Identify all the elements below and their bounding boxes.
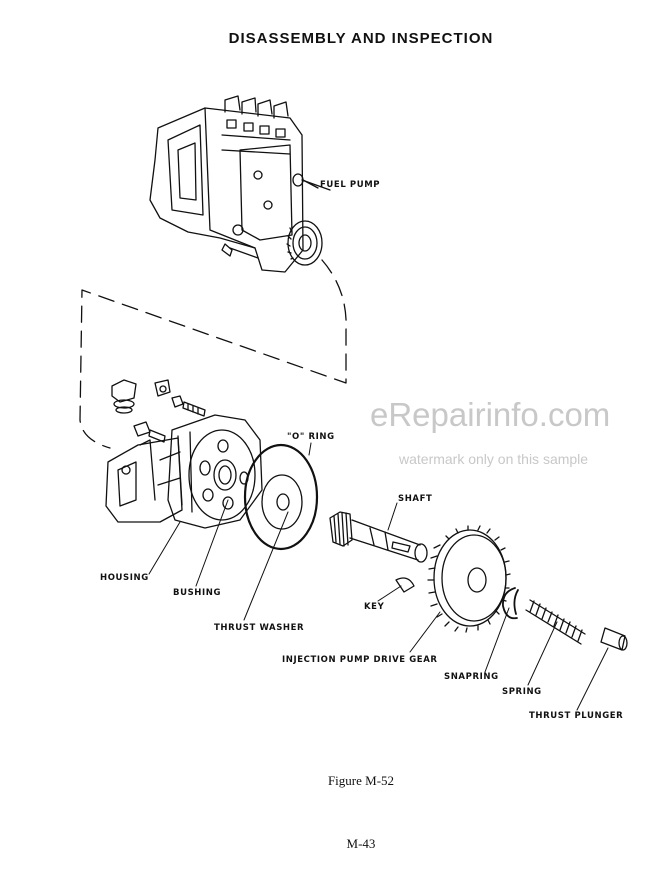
label-thrust-plunger: THRUST PLUNGER [529, 711, 624, 721]
label-o-ring: "O" RING [287, 432, 335, 442]
bushing-flange-drawing [167, 414, 263, 529]
dashed-connector-line [79, 259, 347, 449]
figure-caption: Figure M-52 [327, 773, 395, 788]
thrust-plunger-drawing [600, 627, 628, 651]
o-ring-drawing [243, 443, 319, 551]
label-shaft: SHAFT [398, 494, 433, 504]
spring-drawing [525, 599, 586, 645]
label-housing: HOUSING [100, 573, 149, 583]
label-key: KEY [364, 602, 385, 612]
watermark-note: watermark only on this sample [399, 451, 589, 467]
fuel-pump-drawing [149, 95, 331, 273]
label-snapring: SNAPRING [444, 672, 499, 682]
page-number: M-43 [346, 836, 376, 851]
label-thrust-washer: THRUST WASHER [214, 623, 305, 633]
label-fuel-pump: FUEL PUMP [320, 180, 381, 190]
watermark-brand: eRepairinfo.com [370, 396, 611, 433]
shaft-drawing [329, 511, 428, 563]
label-spring: SPRING [502, 687, 542, 697]
thrust-washer-drawing [261, 474, 303, 530]
page-title: DISASSEMBLY AND INSPECTION [228, 30, 494, 47]
drive-gear-drawing [427, 525, 511, 633]
label-drive-gear: INJECTION PUMP DRIVE GEAR [282, 655, 438, 665]
label-bushing: BUSHING [173, 588, 222, 598]
key-drawing [395, 577, 415, 593]
plug-and-fittings [111, 379, 206, 443]
snapring-drawing [502, 587, 519, 620]
